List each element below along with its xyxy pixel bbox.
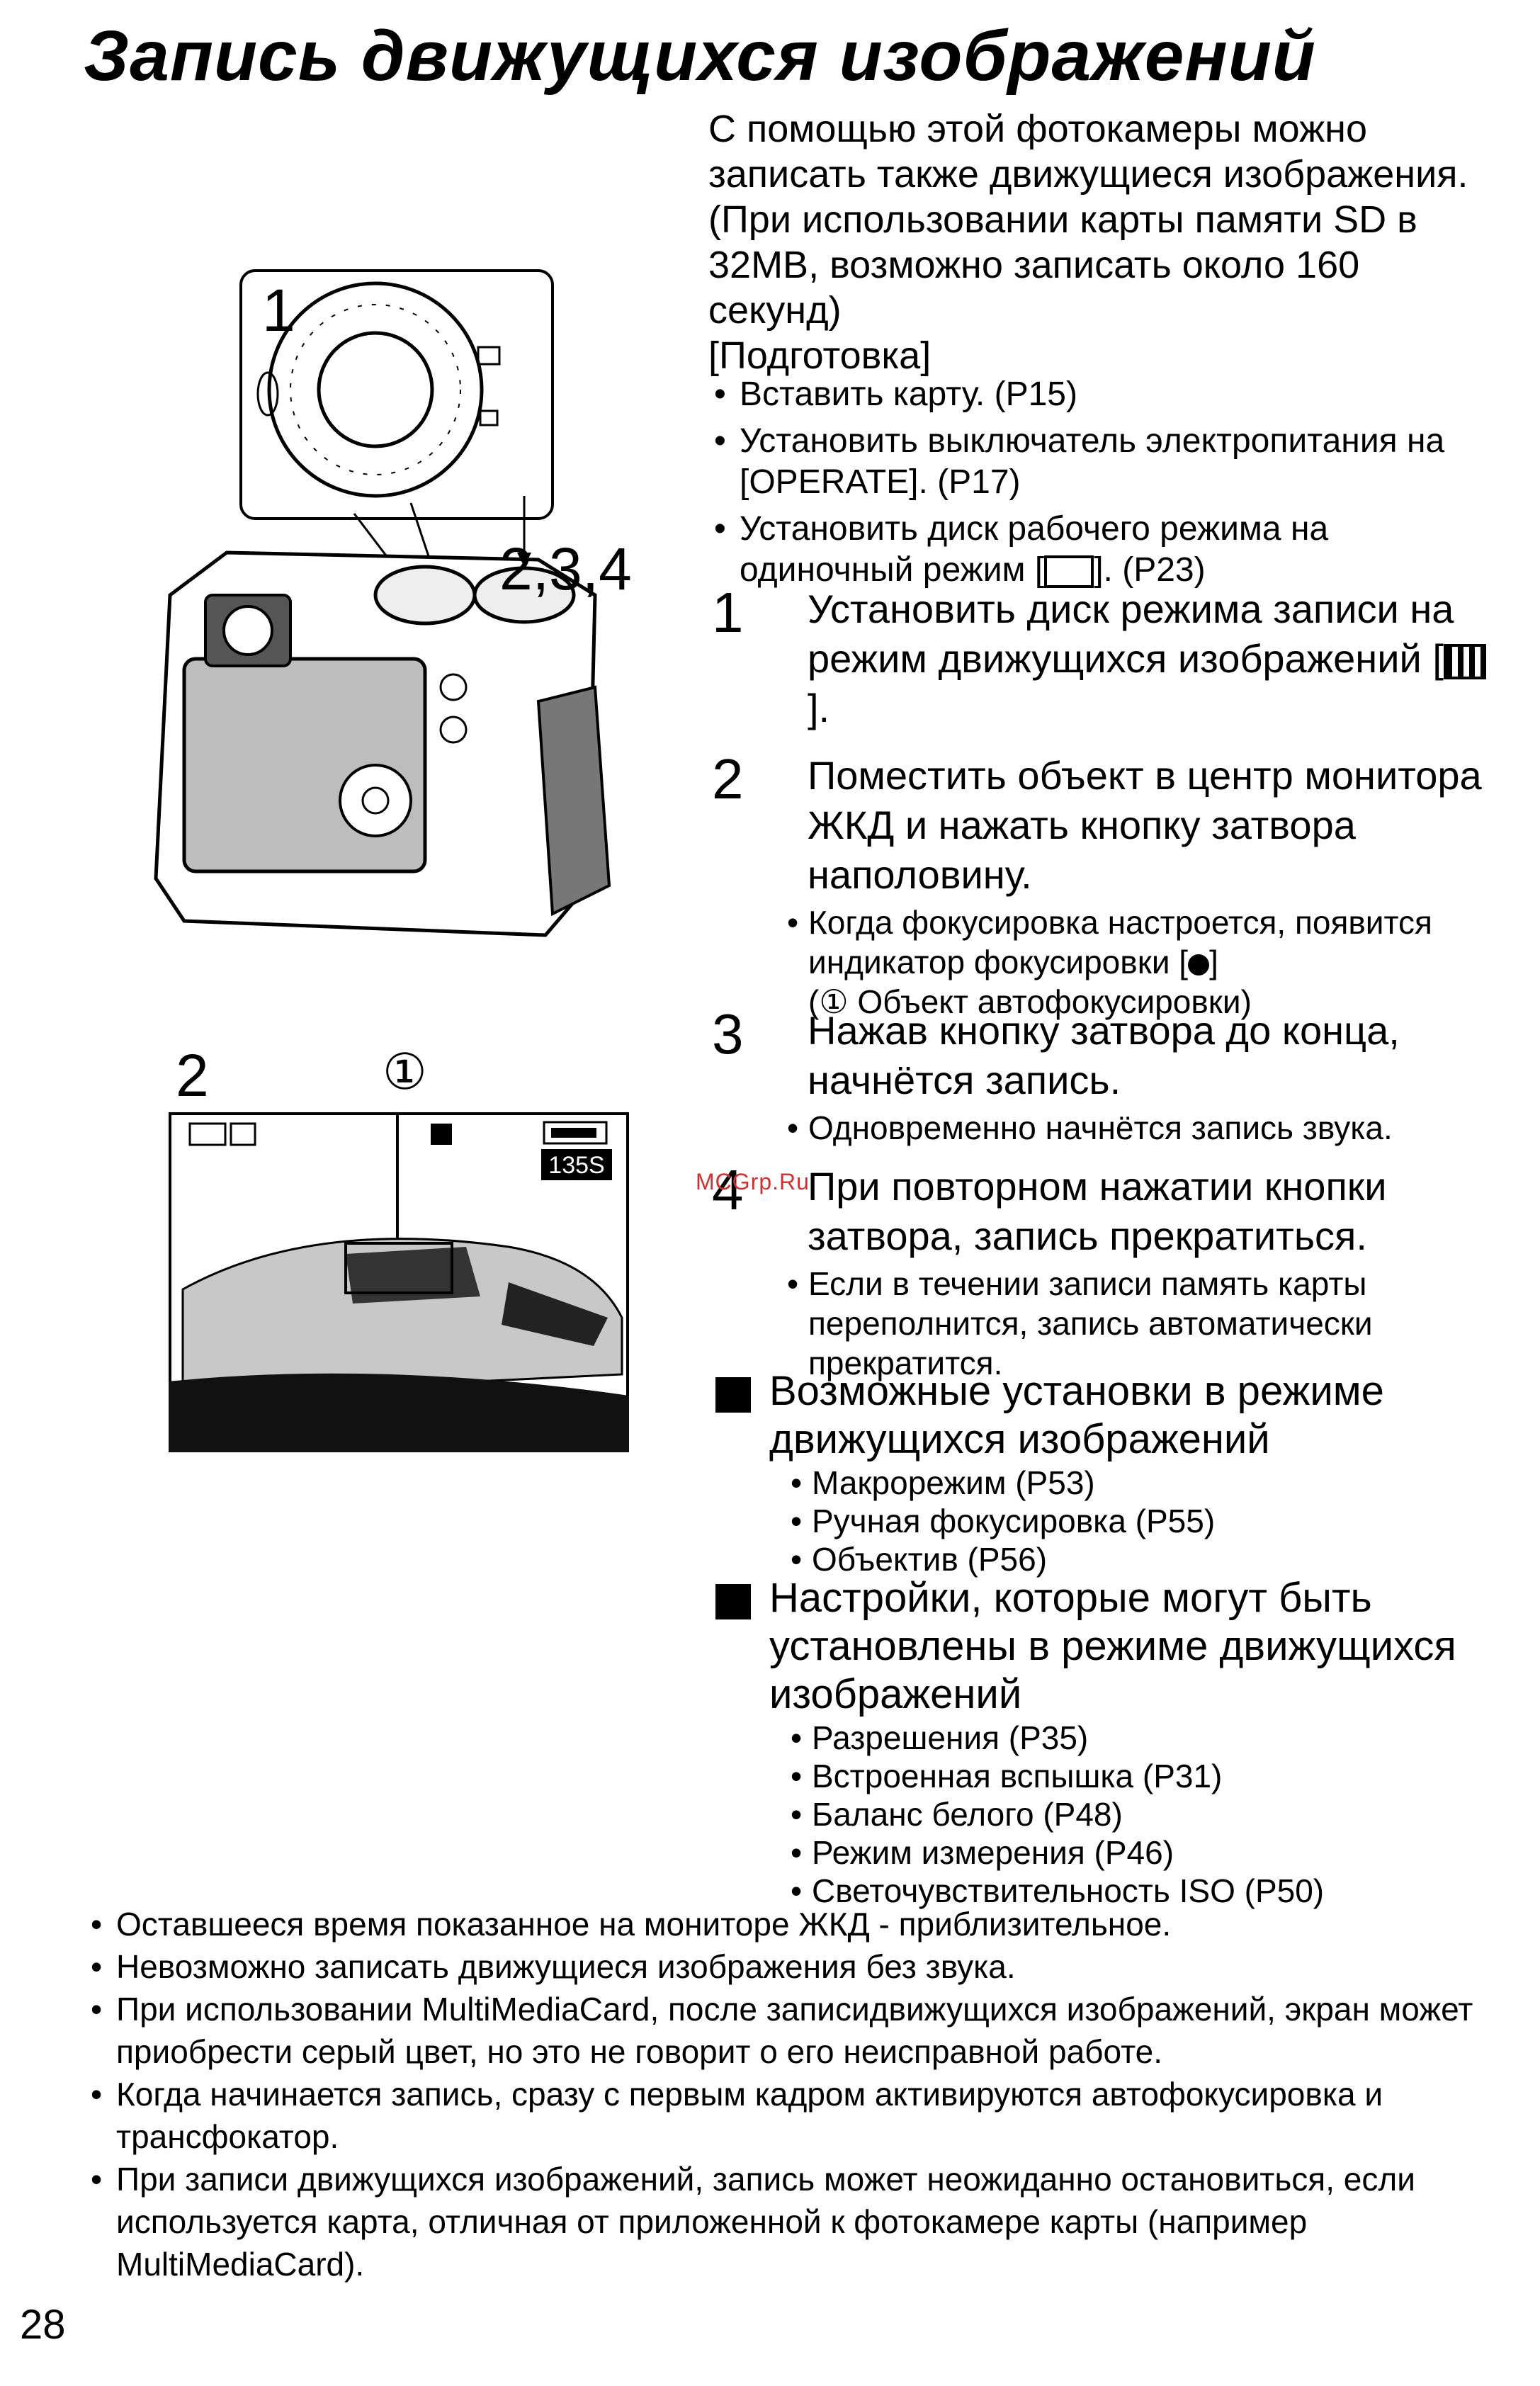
list-item: Объектив (P56) <box>786 1540 1509 1578</box>
train-image <box>181 1238 623 1397</box>
step-3: 3 Нажав кнопку затвора до конца, начнётс… <box>712 1006 1505 1148</box>
step-1: 1 Установить диск режима записи на режим… <box>712 584 1505 733</box>
lcd-monitor <box>182 657 427 873</box>
step-notes: Одновременно начнётся запись звука. <box>783 1108 1505 1148</box>
remaining-time-box <box>541 1149 612 1180</box>
step-4: 4 При повторном нажатии кнопки затвора, … <box>712 1162 1505 1383</box>
page-number: 28 <box>20 2302 66 2348</box>
lcd-screen-illustration: 135S <box>169 1112 629 1452</box>
battery-icon <box>543 1121 608 1145</box>
train-windows <box>346 1247 480 1304</box>
step-text: Нажав кнопку затвора до конца, начнётся … <box>808 1008 1400 1102</box>
note-item: Оставшееся время показанное на мониторе … <box>85 1903 1495 1945</box>
page-title: Запись движущихся изображений <box>84 16 1316 96</box>
step-number: 3 <box>712 1002 744 1065</box>
movie-mode-icon <box>1443 644 1486 680</box>
list-item: Встроенная вспышка (P31) <box>786 1757 1509 1795</box>
note-item: При использовании MultiMediaCard, после … <box>85 1988 1495 2073</box>
step-notes: Если в течении записи память карты переп… <box>783 1264 1505 1383</box>
note-item: Когда начинается запись, сразу с первым … <box>85 2073 1495 2158</box>
step-note: Когда фокусировка настроется, появится и… <box>783 903 1505 1022</box>
note-text: ] <box>1209 944 1218 980</box>
step-number: 1 <box>712 581 744 644</box>
list-item: Разрешения (P35) <box>786 1719 1509 1757</box>
preparation-label: [Подготовка] <box>708 334 932 377</box>
list-item: Баланс белого (P48) <box>786 1795 1509 1833</box>
single-mode-icon <box>477 346 501 366</box>
list-item: Режим измерения (P46) <box>786 1833 1509 1872</box>
figure2-label: 2 <box>176 1042 209 1109</box>
step-text-b: ]. <box>808 686 830 730</box>
step-2: 2 Поместить объект в центр монитора ЖКД … <box>712 751 1505 1022</box>
section-possible-settings: Возможные установки в режиме движущихся … <box>715 1367 1509 1578</box>
section-adjustable-settings: Настройки, которые могут быть установлен… <box>715 1574 1509 1910</box>
step-notes: Когда фокусировка настроется, появится и… <box>783 903 1505 1022</box>
list-item: Ручная фокусировка (P55) <box>786 1502 1509 1540</box>
note-text: Объект автофокусировки) <box>848 983 1252 1020</box>
step-text: При повторном нажатии кнопки затвора, за… <box>808 1164 1387 1258</box>
callout-buttons: 2,3,4 <box>499 536 632 602</box>
power-icon <box>256 371 279 417</box>
mode-dial-on-body <box>373 565 477 626</box>
note-text: ( <box>808 983 820 1020</box>
notes-list: Оставшееся время показанное на мониторе … <box>85 1903 1495 2285</box>
step-number: 2 <box>712 747 744 810</box>
step-note: Одновременно начнётся запись звука. <box>783 1108 1505 1148</box>
section-heading: Настройки, которые могут быть установлен… <box>769 1575 1456 1717</box>
prep-item-text: Установить диск рабочего режима на одино… <box>740 510 1329 589</box>
list-item: Макрорежим (P53) <box>786 1464 1509 1502</box>
prep-item: Вставить карту. (P15) <box>708 374 1509 415</box>
section-heading: Возможные установки в режиме движущихся … <box>769 1368 1384 1462</box>
prep-item-text-end: ]. (P23) <box>1094 551 1206 589</box>
step-note: Если в течении записи память карты переп… <box>783 1264 1505 1383</box>
prep-item: Установить выключатель электропитания на… <box>708 421 1509 503</box>
step-text: Установить диск режима записи на режим д… <box>808 584 1505 733</box>
intro-paragraph: С помощью этой фотокамеры можно записать… <box>708 108 1468 332</box>
circled-one-marker: ① <box>383 1044 427 1099</box>
ground <box>169 1373 629 1452</box>
shutter-button <box>472 566 576 624</box>
audio-icon <box>431 1124 452 1145</box>
playback-icon <box>479 409 499 426</box>
watermark: MCGrp.Ru <box>696 1169 810 1194</box>
note-item: При записи движущихся изображений, запис… <box>85 2158 1495 2285</box>
preparation-list: Вставить карту. (P15) Установить выключа… <box>708 374 1509 596</box>
section-list: Разрешения (P35) Встроенная вспышка (P31… <box>786 1719 1509 1910</box>
camera-illustration <box>154 269 611 937</box>
movie-mode-icon <box>188 1122 227 1146</box>
section-marker-icon <box>715 1377 751 1413</box>
single-mode-icon <box>1044 555 1094 589</box>
circled-one-marker: ① <box>819 983 849 1020</box>
remaining-time: 135S <box>548 1152 604 1179</box>
focus-indicator-icon <box>1188 954 1210 976</box>
intro-text: С помощью этой фотокамеры можно записать… <box>708 106 1488 378</box>
prep-item: Установить диск рабочего режима на одино… <box>708 509 1509 591</box>
callout-dial: 1 <box>262 277 295 344</box>
camera-grip <box>536 685 611 917</box>
step-number: 4 <box>712 1158 744 1221</box>
note-item: Невозможно записать движущиеся изображен… <box>85 1945 1495 1988</box>
section-list: Макрорежим (P53) Ручная фокусировка (P55… <box>786 1464 1509 1578</box>
mode-dial-center <box>317 331 434 448</box>
flash-off-icon <box>230 1122 256 1146</box>
section-marker-icon <box>715 1584 751 1619</box>
note-text: Когда фокусировка настроется, появится и… <box>808 904 1432 980</box>
step-text-a: Установить диск режима записи на режим д… <box>808 587 1454 681</box>
step-text: Поместить объект в центр монитора ЖКД и … <box>808 753 1482 897</box>
af-area <box>344 1242 453 1294</box>
